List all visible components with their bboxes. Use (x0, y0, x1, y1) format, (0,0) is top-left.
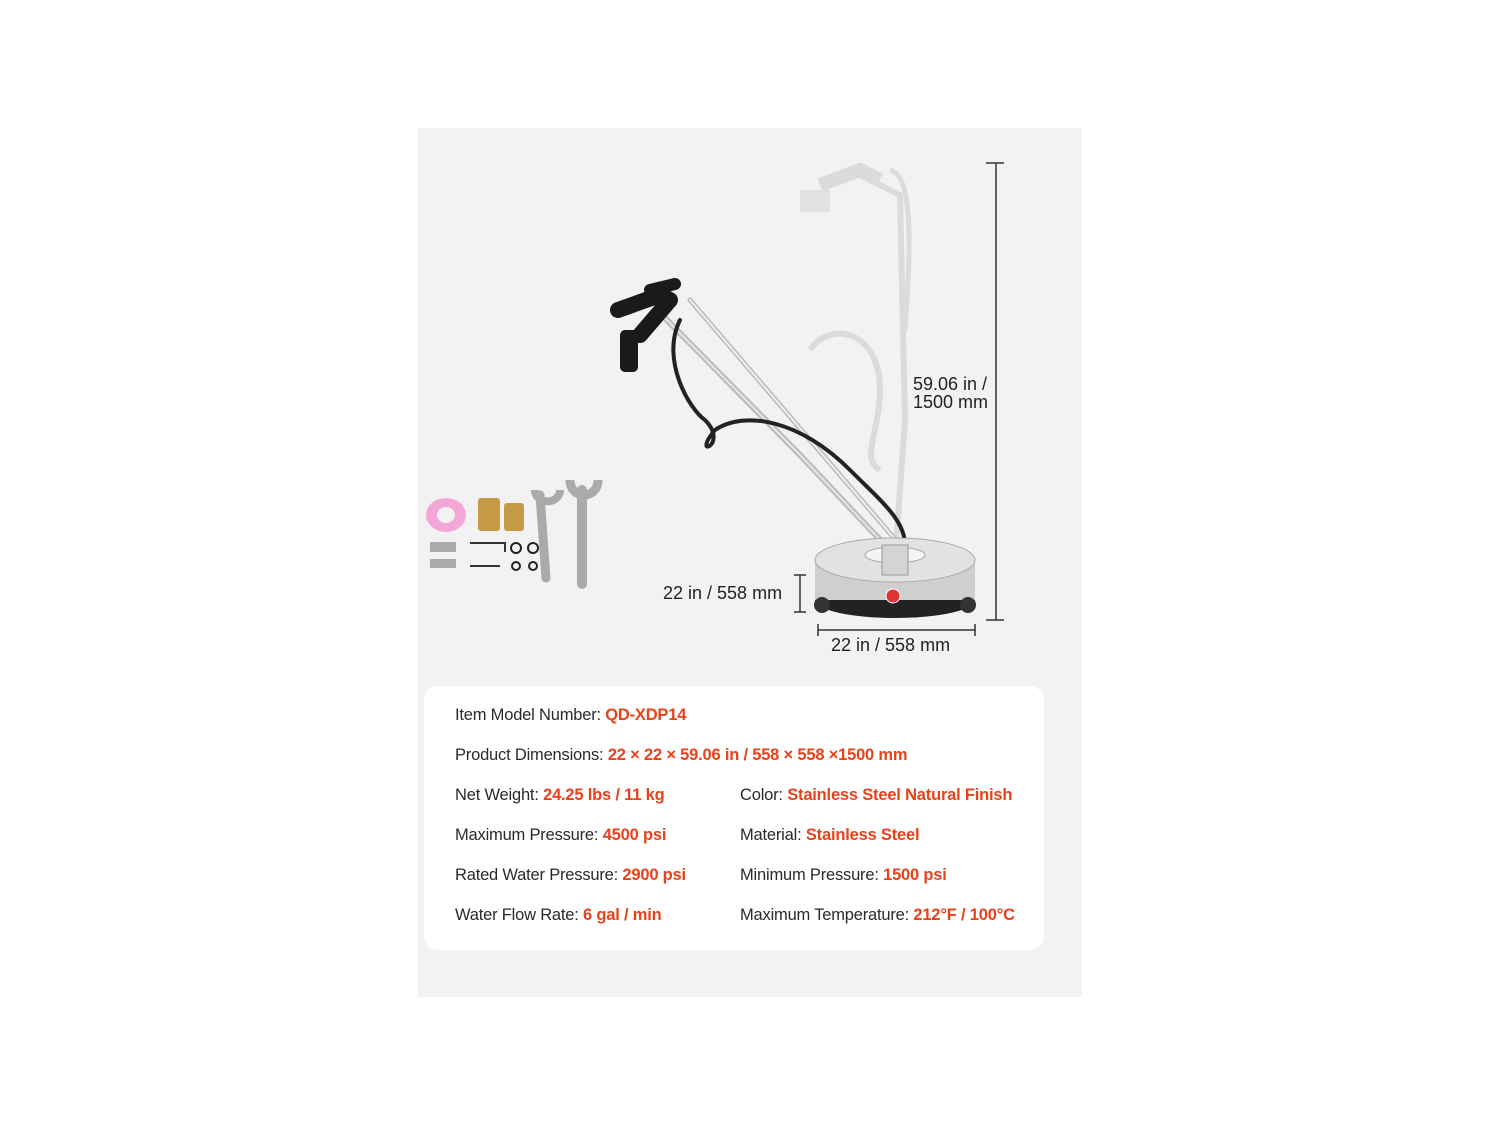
spec-max-pressure: Maximum Pressure: 4500 psi (455, 826, 666, 845)
height-line-2: 1500 mm (913, 392, 989, 412)
spec-value: 2900 psi (622, 866, 686, 884)
spec-color: Color: Stainless Steel Natural Finish (740, 786, 1012, 805)
cleaner-base-illustration (814, 537, 976, 618)
spec-label: Maximum Pressure: (455, 826, 599, 844)
spec-dimensions: Product Dimensions: 22 × 22 × 59.06 in /… (455, 746, 908, 765)
spec-value: 24.25 lbs / 11 kg (543, 786, 665, 804)
spec-label: Rated Water Pressure: (455, 866, 618, 884)
spec-max-temperature: Maximum Temperature: 212°F / 100°C (740, 906, 1015, 925)
spec-card (424, 686, 1044, 950)
spec-value: QD-XDP14 (605, 706, 687, 724)
spec-label: Color: (740, 786, 783, 804)
depth-dimension-label: 22 in / 558 mm (663, 583, 783, 603)
width-dimension-label: 22 in / 558 mm (831, 635, 951, 655)
spec-label: Material: (740, 826, 802, 844)
spec-label: Item Model Number: (455, 706, 601, 724)
spec-rated-pressure: Rated Water Pressure: 2900 psi (455, 866, 686, 885)
height-dimension-label: 59.06 in / 1500 mm (913, 375, 988, 411)
accessory-kit-illustration (426, 479, 603, 589)
spec-weight: Net Weight: 24.25 lbs / 11 kg (455, 786, 665, 805)
handle-illustration (610, 278, 907, 548)
spec-value: 4500 psi (602, 826, 667, 844)
spec-label: Water Flow Rate: (455, 906, 579, 924)
spec-material: Material: Stainless Steel (740, 826, 920, 845)
spec-label: Maximum Temperature: (740, 906, 910, 924)
spec-value: Stainless Steel Natural Finish (787, 786, 1013, 804)
spec-min-pressure: Minimum Pressure: 1500 psi (740, 866, 947, 885)
spec-label: Net Weight: (455, 786, 539, 804)
dimension-arrow (794, 162, 1004, 636)
spec-value: Stainless Steel (805, 826, 920, 844)
spec-value: 212°F / 100°C (913, 906, 1015, 924)
spec-flow-rate: Water Flow Rate: 6 gal / min (455, 906, 662, 925)
spec-model: Item Model Number: QD-XDP14 (455, 706, 686, 725)
ghost-handle-illustration (800, 162, 912, 561)
spec-value: 1500 psi (883, 866, 947, 884)
spec-value: 22 × 22 × 59.06 in / 558 × 558 ×1500 mm (607, 746, 908, 764)
spec-label: Minimum Pressure: (740, 866, 879, 884)
spec-value: 6 gal / min (583, 906, 662, 924)
spec-label: Product Dimensions: (455, 746, 604, 764)
height-line-1: 59.06 in / (913, 374, 988, 394)
